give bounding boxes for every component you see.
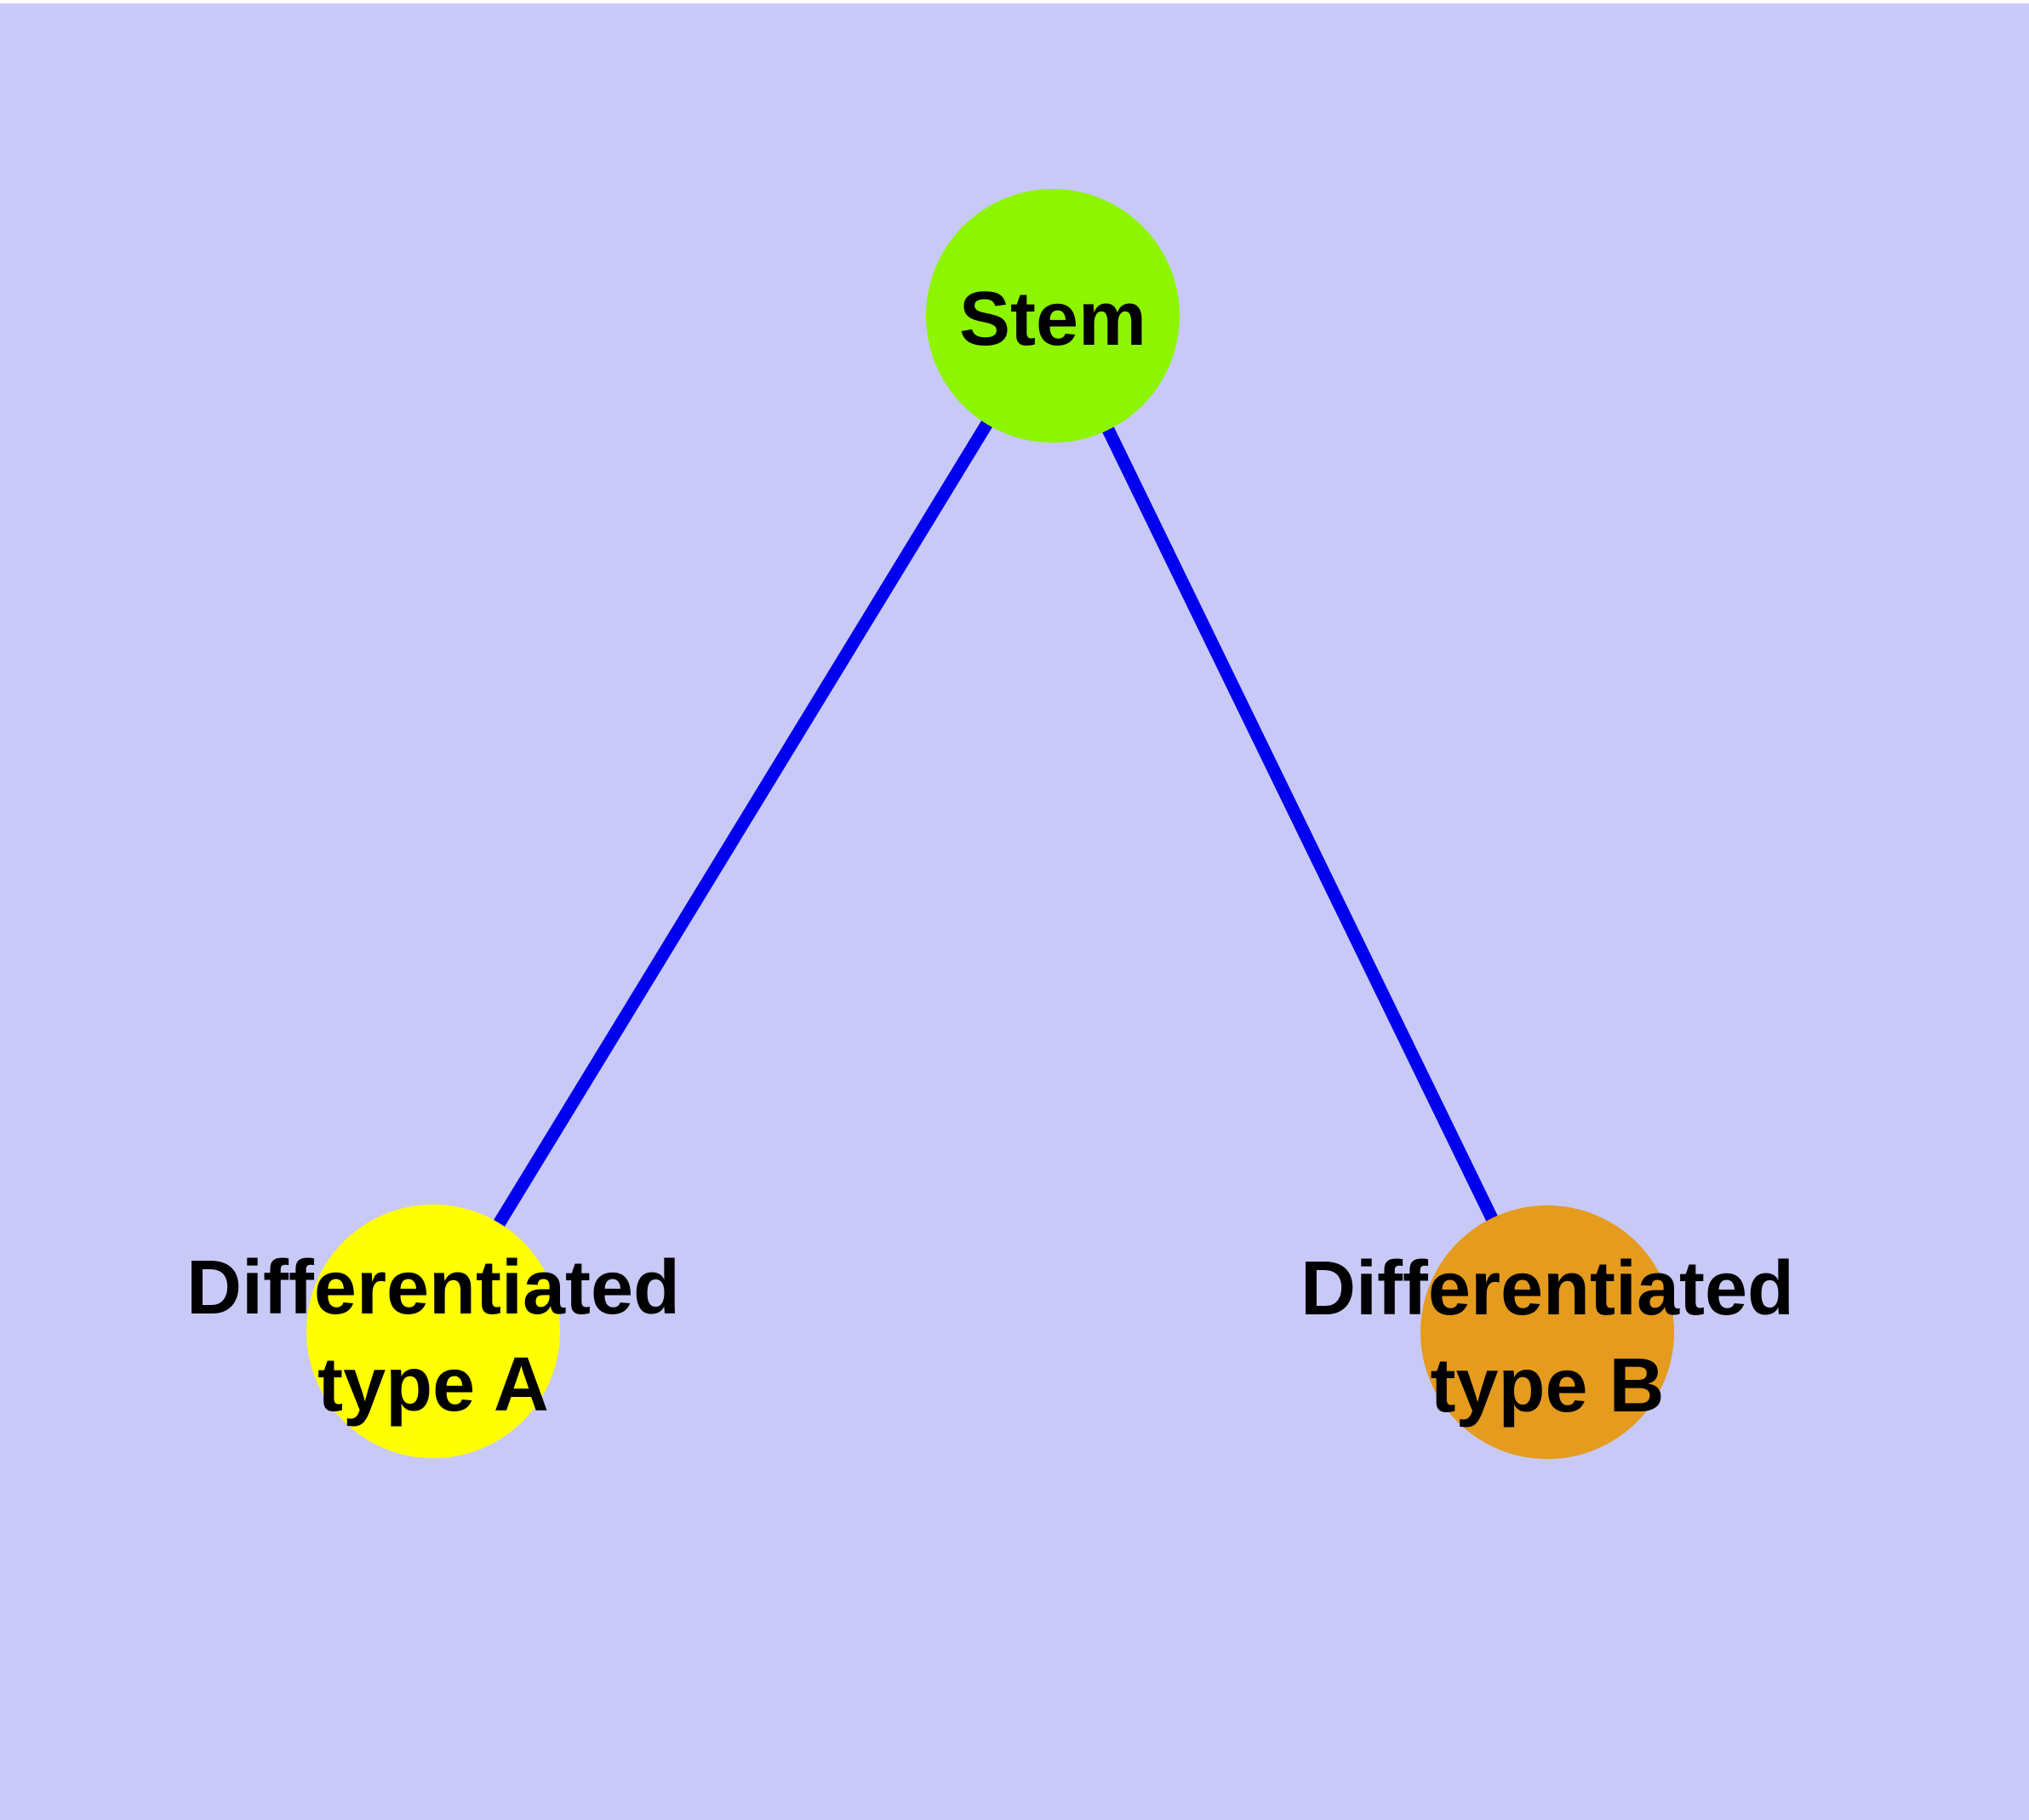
edge-stem-to-type-b [1047, 312, 1553, 1336]
node-stem-circle [926, 189, 1180, 443]
edge-stem-to-type-a [427, 312, 1059, 1335]
label-type-b-line2: type B [1430, 1343, 1664, 1428]
label-type-a-line1: Differentiated [186, 1245, 680, 1331]
node-type-a-circle [306, 1205, 560, 1458]
label-type-b-line1: Differentiated [1300, 1246, 1794, 1331]
label-type-a-line2: type A [317, 1342, 549, 1428]
label-stem: Stem [959, 277, 1146, 362]
node-type-b-circle [1420, 1205, 1674, 1459]
